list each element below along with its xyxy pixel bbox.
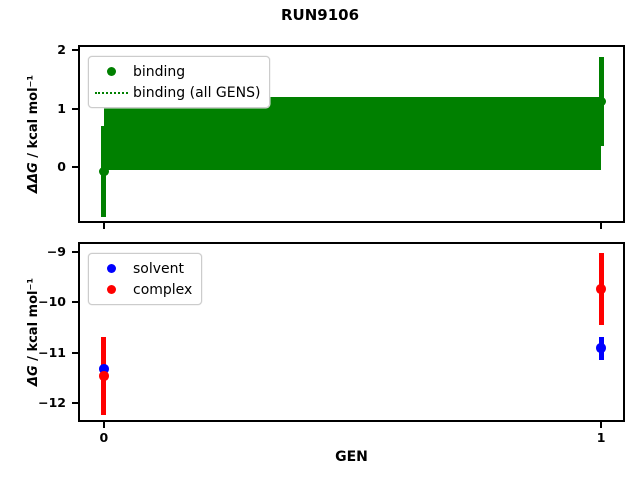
y-tick-label: −12: [38, 394, 66, 410]
legend-label: complex: [133, 281, 193, 298]
x-tick-mark: [102, 422, 105, 428]
dotted-line-icon: [94, 91, 128, 94]
y-tick-mark: [72, 251, 78, 254]
legend-item-binding: binding: [89, 61, 260, 82]
y-tick-label: −11: [38, 344, 66, 360]
y-tick-mark: [72, 301, 78, 304]
free-energies-legend: solvent complex: [88, 253, 203, 305]
legend-item-solvent: solvent: [89, 258, 192, 279]
y-tick-mark: [72, 165, 78, 168]
x-tick-label: 1: [596, 430, 606, 445]
dg-symbol: ΔG: [26, 365, 41, 387]
legend-item-binding-all-gens-: binding (all GENS): [89, 82, 260, 103]
legend-label: binding: [133, 63, 186, 80]
y-tick-mark: [72, 401, 78, 404]
legend-item-complex: complex: [89, 279, 192, 300]
legend-label: binding (all GENS): [133, 84, 261, 101]
binding-all-gens-band: [103, 96, 602, 170]
binding-marker-icon: [106, 67, 116, 76]
legend-label: solvent: [133, 260, 185, 277]
binding-point: [99, 166, 109, 177]
complex-point: [99, 371, 109, 381]
figure-title: RUN9106: [280, 6, 360, 24]
x-axis-label: GEN: [335, 449, 368, 465]
y-tick-mark: [72, 107, 78, 110]
y-tick-label: 2: [57, 42, 66, 58]
x-tick-label: 0: [99, 430, 109, 445]
x-tick-mark: [600, 422, 603, 428]
solvent-point: [99, 364, 109, 374]
binding-legend: binding binding (all GENS): [88, 56, 271, 108]
y-tick-label: 0: [57, 158, 66, 174]
x-tick-mark: [102, 223, 105, 229]
solvent-point: [596, 343, 606, 353]
free-energy-y-axis-label: ΔG / kcal mol⁻¹: [26, 277, 41, 387]
x-tick-mark: [600, 223, 603, 229]
y-tick-label: 1: [57, 100, 66, 116]
binding-point: [596, 96, 606, 107]
complex-point: [596, 284, 606, 294]
y-tick-mark: [72, 49, 78, 52]
y-tick-mark: [72, 351, 78, 354]
complex-marker-icon: [106, 285, 116, 294]
y-tick-label: −10: [38, 294, 66, 310]
solvent-marker-icon: [106, 264, 116, 273]
y-tick-label: −9: [46, 244, 66, 260]
